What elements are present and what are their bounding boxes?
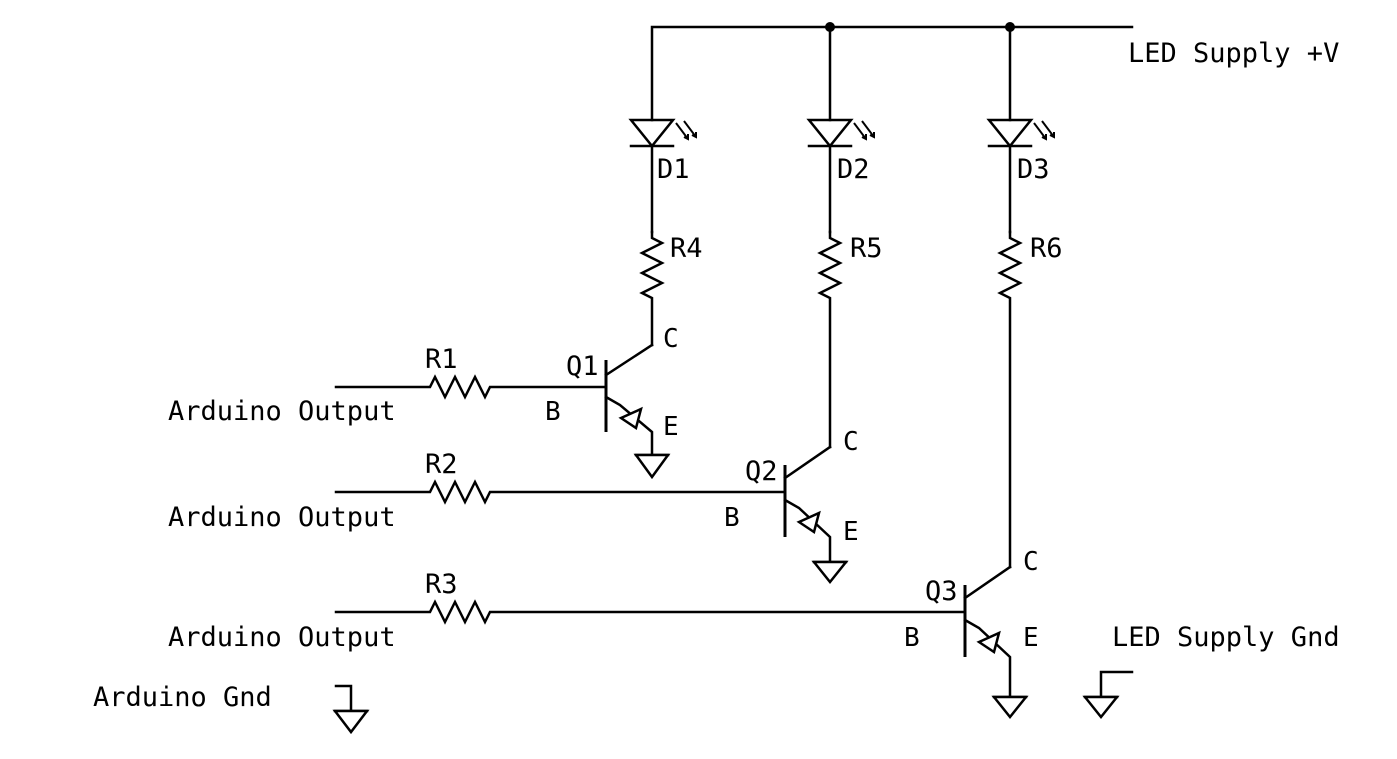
q2-collector-label: C xyxy=(843,427,859,457)
q2-emitter-label: E xyxy=(843,517,859,547)
led-d1 xyxy=(628,118,697,234)
led-emission-arrows-icon xyxy=(675,120,697,141)
q1-base-label: B xyxy=(545,397,561,427)
d2-label: D2 xyxy=(837,154,870,185)
arduino-gnd-label: Arduino Gnd xyxy=(93,682,272,713)
r6-label: R6 xyxy=(1030,233,1063,264)
transistor-q2 xyxy=(783,445,849,585)
led-emission-arrows-icon xyxy=(853,120,875,141)
r1-label: R1 xyxy=(425,344,458,375)
q1-label: Q1 xyxy=(566,351,599,382)
q2-base-label: B xyxy=(724,503,740,533)
led-d3 xyxy=(986,118,1055,234)
q3-collector-label: C xyxy=(1023,547,1039,577)
q1-emitter-label: E xyxy=(663,412,679,442)
junction-dot xyxy=(1005,22,1015,32)
d3-label: D3 xyxy=(1017,154,1050,185)
transistor-q3 xyxy=(963,565,1029,720)
r3-label: R3 xyxy=(425,569,458,600)
r4-label: R4 xyxy=(670,233,703,264)
led-supply-gnd-symbol xyxy=(1082,670,1134,720)
input-line-2 xyxy=(334,479,787,505)
led-d2 xyxy=(806,118,875,234)
ground-icon xyxy=(1082,695,1120,720)
resistor-r5 xyxy=(817,230,843,449)
ground-icon xyxy=(633,453,671,480)
resistor-r6 xyxy=(997,230,1023,569)
led-supply-rail xyxy=(650,22,1134,122)
arduino-output-label-1: Arduino Output xyxy=(168,396,396,427)
arduino-output-label-2: Arduino Output xyxy=(168,502,396,533)
arduino-output-label-3: Arduino Output xyxy=(168,622,396,653)
q2-label: Q2 xyxy=(745,456,778,487)
r2-label: R2 xyxy=(425,449,458,480)
transistor-q1 xyxy=(604,343,671,480)
resistor-r4 xyxy=(639,230,665,347)
q3-label: Q3 xyxy=(925,576,958,607)
q3-emitter-label: E xyxy=(1023,623,1039,653)
ground-icon xyxy=(332,709,370,735)
input-line-1 xyxy=(334,374,608,400)
ground-icon xyxy=(991,695,1029,720)
led-supply-pos-label: LED Supply +V xyxy=(1128,38,1339,69)
q1-collector-label: C xyxy=(663,324,679,354)
r5-label: R5 xyxy=(850,233,883,264)
led-emission-arrows-icon xyxy=(1033,120,1055,141)
junction-dot xyxy=(825,22,835,32)
input-line-3 xyxy=(334,599,967,625)
q3-base-label: B xyxy=(904,623,920,653)
d1-label: D1 xyxy=(657,154,690,185)
ground-icon xyxy=(811,560,849,585)
arduino-gnd-symbol xyxy=(332,684,370,735)
led-supply-gnd-label: LED Supply Gnd xyxy=(1112,622,1340,653)
